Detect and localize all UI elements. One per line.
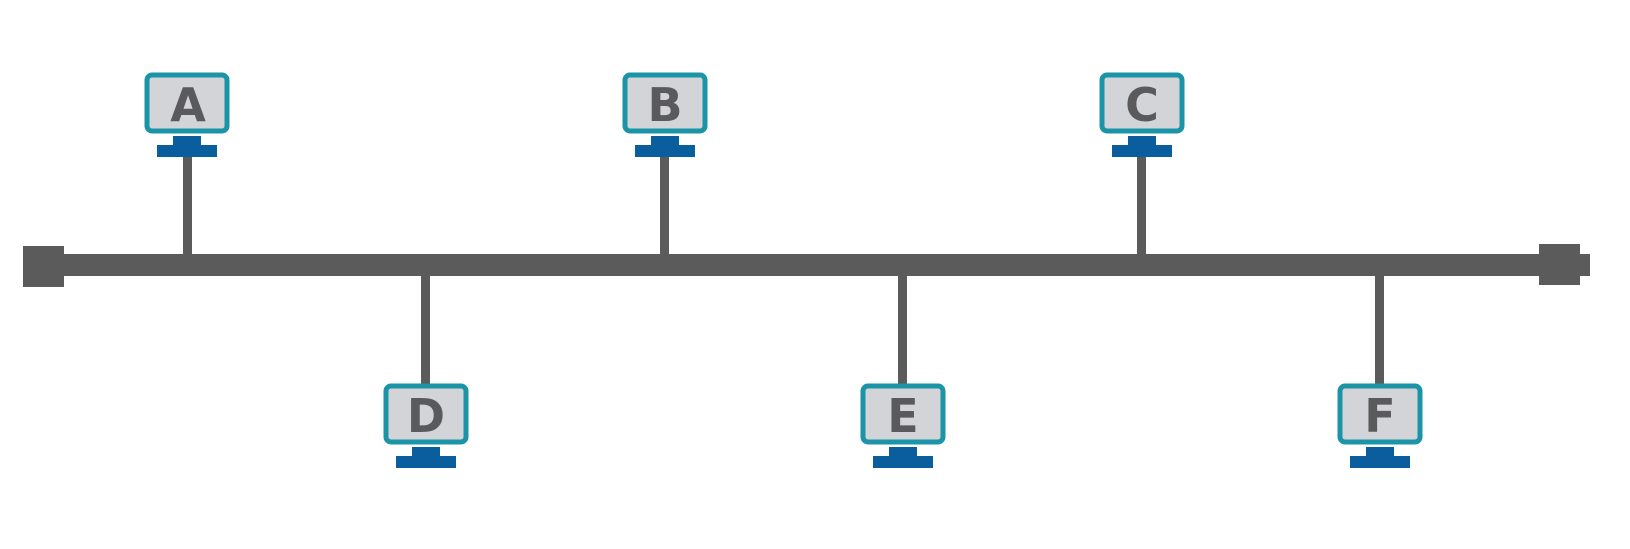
- monitor-neck: [1128, 136, 1156, 145]
- monitor-icon: [383, 383, 469, 445]
- computer-node-d: D: [383, 383, 469, 468]
- drop-line-c: [1137, 152, 1146, 256]
- monitor-base: [1350, 456, 1410, 468]
- drop-line-a: [183, 152, 192, 256]
- node-label-d: D: [407, 389, 445, 443]
- monitor-neck: [1366, 447, 1394, 456]
- node-label-c: C: [1125, 78, 1159, 132]
- drop-line-b: [660, 152, 669, 256]
- monitor-icon: [1337, 383, 1423, 445]
- monitor-base: [157, 145, 217, 157]
- monitor-neck: [889, 447, 917, 456]
- monitor-base: [635, 145, 695, 157]
- node-label-b: B: [647, 78, 682, 132]
- node-label-f: F: [1364, 389, 1395, 443]
- computer-node-f: F: [1337, 383, 1423, 468]
- monitor-base: [873, 456, 933, 468]
- monitor-neck: [412, 447, 440, 456]
- bus-line: [40, 254, 1590, 276]
- monitor-base: [396, 456, 456, 468]
- computer-node-c: C: [1099, 72, 1185, 157]
- drop-line-f: [1375, 274, 1384, 386]
- monitor-neck: [173, 136, 201, 145]
- monitor-neck: [651, 136, 679, 145]
- drop-line-e: [898, 274, 907, 386]
- computer-node-b: B: [622, 72, 708, 157]
- monitor-icon: [622, 72, 708, 134]
- computer-node-e: E: [860, 383, 946, 468]
- computer-node-a: A: [144, 72, 230, 157]
- node-label-a: A: [170, 78, 206, 132]
- terminator-right: [1539, 244, 1580, 285]
- monitor-icon: [1099, 72, 1185, 134]
- node-label-e: E: [887, 389, 918, 443]
- monitor-icon: [860, 383, 946, 445]
- drop-line-d: [421, 274, 430, 386]
- monitor-icon: [144, 72, 230, 134]
- monitor-base: [1112, 145, 1172, 157]
- terminator-left: [23, 246, 64, 287]
